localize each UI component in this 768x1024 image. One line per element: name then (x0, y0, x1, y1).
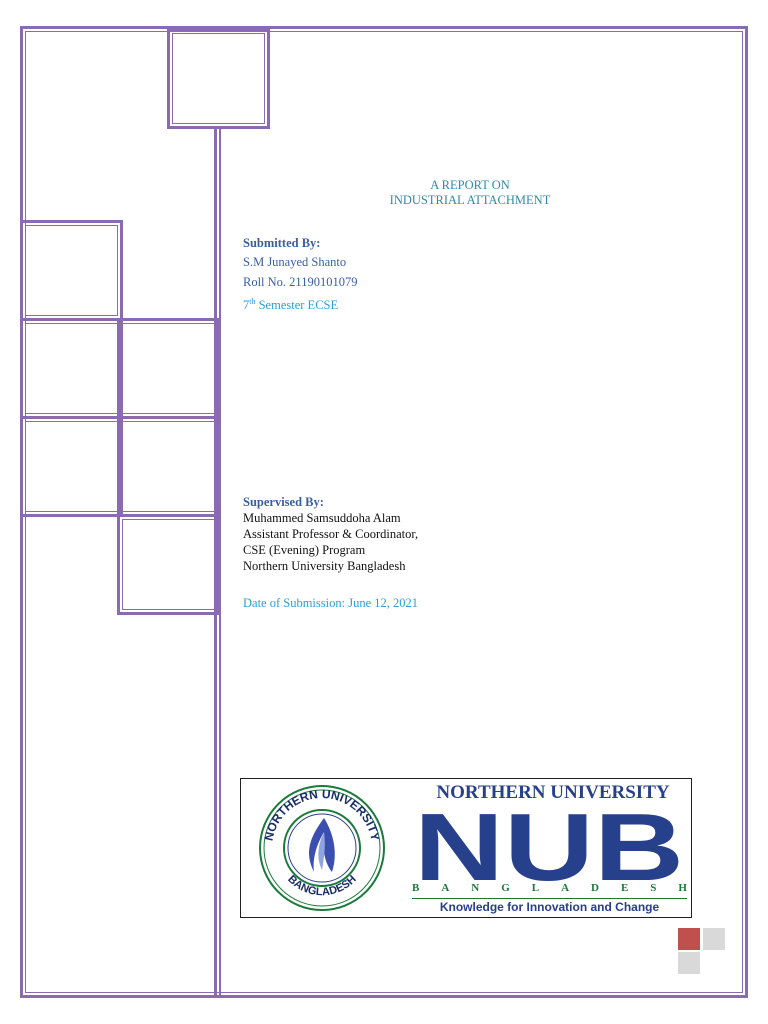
decorative-square (117, 318, 220, 419)
country-letter: A (441, 882, 450, 894)
report-title: A REPORT ON INDUSTRIAL ATTACHMENT (240, 178, 700, 208)
semester-text: Semester ECSE (255, 298, 339, 313)
report-title-line2: INDUSTRIAL ATTACHMENT (389, 193, 551, 207)
university-seal-icon: NORTHERN UNIVERSITY BANGLADESH (259, 785, 385, 911)
supervisor-title: Assistant Professor & Coordinator, (243, 527, 419, 541)
country-letters: B A N G L A D E S H (412, 882, 687, 894)
corner-square-grey (678, 952, 700, 974)
nub-wordmark: NUB (414, 804, 684, 884)
corner-square-red (678, 928, 700, 950)
decorative-square (117, 514, 220, 615)
decorative-square (117, 416, 220, 517)
country-letter: S (650, 882, 657, 894)
university-tagline: Knowledge for Innovation and Change (412, 898, 687, 914)
roll-number: Roll No. 21190101079 (243, 275, 358, 289)
semester-number: 7 (243, 298, 250, 313)
country-letter: H (678, 882, 687, 894)
country-letter: D (591, 882, 599, 894)
country-letter: E (620, 882, 629, 894)
report-title-line1: A REPORT ON (430, 178, 510, 192)
semester: 7th Semester ECSE (243, 294, 357, 313)
nub-acronym: NUB (414, 804, 684, 884)
semester-suffix: th (249, 297, 256, 306)
submitted-by-heading: Submitted By: (243, 236, 321, 250)
supervisor-program: CSE (Evening) Program (243, 543, 366, 557)
country-letter: G (501, 882, 510, 894)
university-name: NORTHERN UNIVERSITY (436, 782, 670, 803)
decorative-square (167, 28, 270, 129)
country-letter: N (471, 882, 480, 894)
corner-square-grey (703, 928, 725, 950)
submission-date: Date of Submission: June 12, 2021 (243, 596, 418, 610)
country-letter: B (412, 882, 420, 894)
supervisor-university: Northern University Bangladesh (243, 559, 406, 573)
supervised-by-heading: Supervised By: (243, 495, 324, 509)
supervised-by-section: Supervised By: Muhammed Samsuddoha Alam … (243, 494, 418, 574)
country-letter: L (531, 882, 540, 894)
vertical-divider (214, 128, 217, 998)
decorative-square (20, 318, 123, 419)
submitted-by-section: Submitted By: S.M Junayed Shanto Roll No… (243, 235, 357, 313)
page-border-inner (25, 31, 743, 993)
decorative-square (20, 220, 123, 321)
country-letter: A (561, 882, 570, 894)
student-name: S.M Junayed Shanto (243, 255, 347, 269)
decorative-square (20, 416, 123, 517)
supervisor-name: Muhammed Samsuddoha Alam (243, 511, 401, 525)
